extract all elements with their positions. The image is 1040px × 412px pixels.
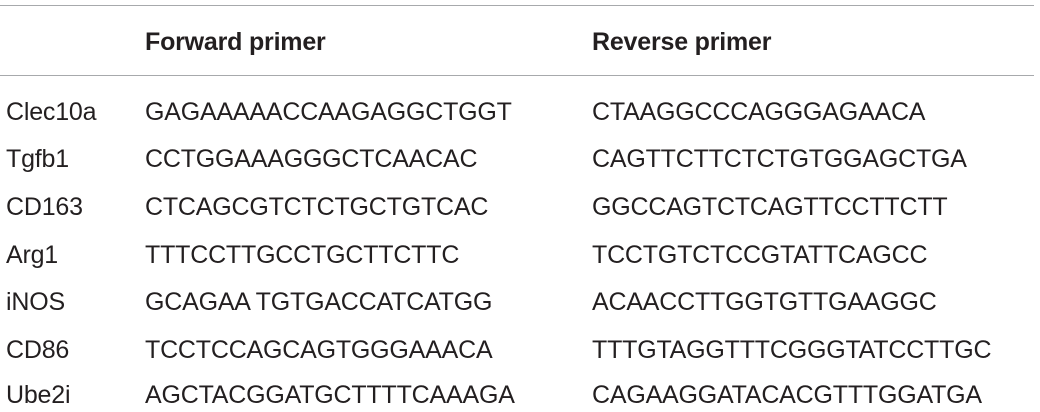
reverse-primer-sequence: TCCTGTCTCCGTATTCAGCC (592, 241, 928, 269)
reverse-primer-sequence: CTAAGGCCCAGGGAGAACA (592, 98, 926, 126)
gene-name: Ube2i (6, 381, 71, 409)
forward-primer-sequence: GAGAAAAACCAAGAGGCTGGT (145, 98, 512, 126)
header-rule (0, 75, 1034, 76)
reverse-primer-sequence: ACAACCTTGGTGTTGAAGGC (592, 288, 937, 316)
header-forward-primer: Forward primer (145, 28, 326, 56)
forward-primer-sequence: TTTCCTTGCCTGCTTCTTC (145, 241, 460, 269)
forward-primer-sequence: TCCTCCAGCAGTGGGAAACA (145, 336, 493, 364)
gene-name: Arg1 (6, 241, 59, 269)
gene-name: CD163 (6, 193, 83, 221)
forward-primer-sequence: CCTGGAAAGGGCTCAACAC (145, 145, 478, 173)
gene-name: iNOS (6, 288, 65, 316)
forward-primer-sequence: CTCAGCGTCTCTGCTGTCAC (145, 193, 489, 221)
header-reverse-primer: Reverse primer (592, 28, 772, 56)
top-rule (0, 5, 1034, 6)
gene-name: CD86 (6, 336, 70, 364)
gene-name: Clec10a (6, 98, 97, 126)
reverse-primer-sequence: CAGTTCTTCTCTGTGGAGCTGA (592, 145, 967, 173)
forward-primer-sequence: AGCTACGGATGCTTTTCAAAGA (145, 381, 515, 409)
forward-primer-sequence: GCAGAA TGTGACCATCATGG (145, 288, 493, 316)
reverse-primer-sequence: TTTGTAGGTTTCGGGTATCCTTGC (592, 336, 992, 364)
gene-name: Tgfb1 (6, 145, 69, 173)
reverse-primer-sequence: GGCCAGTCTCAGTTCCTTCTT (592, 193, 948, 221)
reverse-primer-sequence: CAGAAGGATACACGTTTGGATGA (592, 381, 982, 409)
